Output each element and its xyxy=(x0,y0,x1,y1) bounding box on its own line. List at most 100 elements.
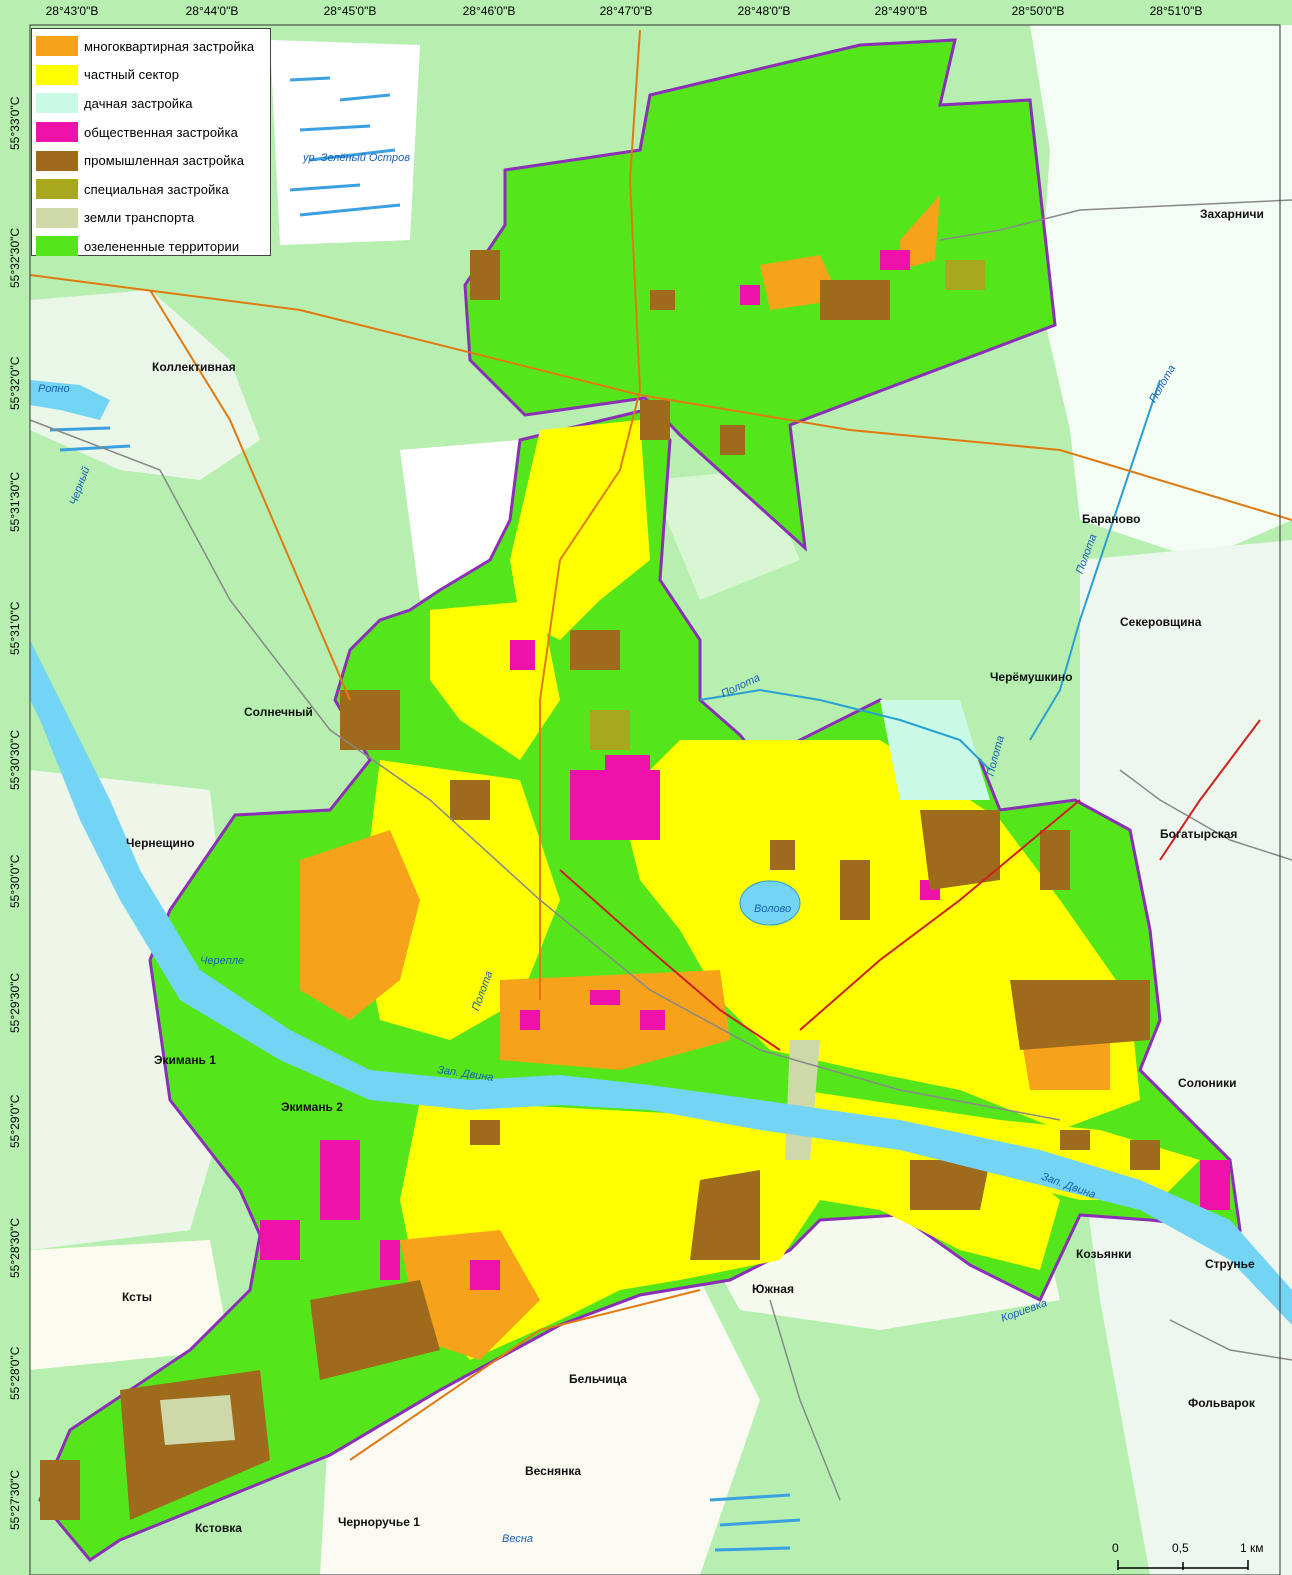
coord-top-2: 28°44'0"В xyxy=(185,4,239,18)
public-buildings xyxy=(260,250,1230,1290)
coord-left-4: 55°31'30"С xyxy=(8,471,22,532)
special-zone xyxy=(945,260,985,290)
coord-top-3: 28°45'0"В xyxy=(323,4,377,18)
river-label-volovo: Волово xyxy=(754,903,792,915)
special-zone xyxy=(590,710,630,750)
place-label-ekiman-2: Экимань 2 xyxy=(281,1100,343,1114)
scale-label-0: 0 xyxy=(1112,1541,1119,1555)
legend-label: озелененные территории xyxy=(84,238,240,254)
legend-label: дачная застройка xyxy=(84,95,193,111)
river-polota xyxy=(699,379,1161,771)
river-label-ropno: Ропно xyxy=(38,383,70,395)
place-label-baranovo: Бараново xyxy=(1082,512,1141,526)
legend-swatch xyxy=(36,36,78,57)
place-label-belchitsa: Бельчица xyxy=(569,1372,627,1386)
legend-label: общественная застройка xyxy=(84,124,238,140)
legend-label: промышленная застройка xyxy=(84,153,245,169)
legend-item-apartments: многоквартирная застройка xyxy=(36,32,266,61)
place-label-sekerovshchina: Секеровщина xyxy=(1120,615,1202,629)
legend-swatch xyxy=(36,93,78,114)
coord-left-9: 55°29'0"С xyxy=(8,1094,22,1148)
scale-label-half: 0,5 xyxy=(1172,1541,1189,1555)
place-label-kstovka: Кстовка xyxy=(195,1521,242,1535)
railways xyxy=(559,719,1261,1051)
legend-label: многоквартирная застройка xyxy=(84,38,255,54)
legend-swatch xyxy=(36,207,78,228)
legend-item-transport: земли транспорта xyxy=(36,204,266,233)
apartment-zone xyxy=(500,970,730,1070)
legend-label: частный сектор xyxy=(84,67,180,83)
place-label-vesnyanka: Веснянка xyxy=(525,1464,582,1478)
legend-item-dacha: дачная застройка xyxy=(36,89,266,118)
dacha-zone xyxy=(880,700,990,800)
place-label-yuzhnaya: Южная xyxy=(752,1282,794,1296)
open-field xyxy=(30,290,260,480)
coord-left-6: 55°30'30"С xyxy=(8,729,22,790)
place-label-cheremushkino: Черёмушкино xyxy=(990,670,1073,684)
legend-swatch xyxy=(36,179,78,200)
apartment-zone xyxy=(300,830,420,1020)
coord-top-7: 28°49'0"В xyxy=(874,4,928,18)
place-label-soloniki: Солоники xyxy=(1178,1076,1237,1090)
wetland xyxy=(270,40,420,245)
legend-swatch xyxy=(36,150,78,171)
coord-left-5: 55°31'0"С xyxy=(8,601,22,655)
map-legend: многоквартирная застройка частный сектор… xyxy=(31,28,271,257)
river-label-vesna: Весна xyxy=(502,1533,534,1545)
main-roads xyxy=(29,29,1292,1461)
coord-top-6: 28°48'0"В xyxy=(737,4,791,18)
coord-top-1: 28°43'0"В xyxy=(45,4,99,18)
legend-item-public: общественная застройка xyxy=(36,118,266,147)
coord-top-9: 28°51'0"В xyxy=(1149,4,1203,18)
coord-left-12: 55°27'30"С xyxy=(8,1469,22,1530)
scale-label-km: 1 км xyxy=(1240,1541,1264,1555)
open-field xyxy=(1030,25,1292,560)
private-sector xyxy=(620,740,1140,1130)
legend-item-private-sector: частный сектор xyxy=(36,61,266,90)
river-zap-dvina xyxy=(30,640,1292,1325)
legend-swatch xyxy=(36,236,78,257)
scale-bar xyxy=(1117,1560,1249,1570)
place-label-ekiman-1: Экимань 1 xyxy=(154,1053,216,1067)
place-label-strunye: Струнье xyxy=(1205,1257,1255,1271)
coord-top-5: 28°47'0"В xyxy=(599,4,653,18)
coord-left-3: 55°32'0"С xyxy=(8,356,22,410)
map-frame xyxy=(29,24,1281,1575)
legend-item-green: озелененные территории xyxy=(36,232,266,261)
legend-item-special: специальная застройка xyxy=(36,175,266,204)
place-label-kozyanki: Козьянки xyxy=(1076,1247,1132,1261)
legend-label: земли транспорта xyxy=(84,210,195,226)
coord-left-10: 55°28'30"С xyxy=(8,1217,22,1278)
place-label-solnechny: Солнечный xyxy=(244,705,313,719)
coord-left-2: 55°32'30"С xyxy=(8,227,22,288)
coord-top-8: 28°50'0"В xyxy=(1011,4,1065,18)
place-label-folvarok: Фольварок xyxy=(1188,1396,1255,1410)
coord-top-4: 28°46'0"В xyxy=(462,4,516,18)
private-sector xyxy=(360,760,560,1040)
transport-zone xyxy=(160,1395,235,1445)
river-label-zeleny-ostrov: ур. Зелёный Остров xyxy=(303,152,410,164)
coord-left-8: 55°29'30"С xyxy=(8,972,22,1033)
coord-left-1: 55°33'0"С xyxy=(8,96,22,150)
river-ropno xyxy=(30,380,110,420)
place-label-chernescino: Чернещино xyxy=(126,836,195,850)
place-label-zakharnichi: Захарничи xyxy=(1200,207,1264,221)
place-label-bogatyrskaya: Богатырская xyxy=(1160,827,1238,841)
place-label-kollektivnaya: Коллективная xyxy=(152,360,236,374)
lake-volovo xyxy=(739,880,801,926)
legend-label: специальная застройка xyxy=(84,181,229,197)
secondary-roads xyxy=(29,199,1292,1501)
place-label-chernoruchye-1: Черноручье 1 xyxy=(338,1515,420,1529)
open-field xyxy=(1080,540,1292,1575)
apartment-zone xyxy=(400,1230,540,1360)
legend-swatch xyxy=(36,122,78,143)
open-field xyxy=(30,1240,230,1370)
river-label-cherepl: Черепле xyxy=(200,955,245,967)
coord-left-7: 55°30'0"С xyxy=(8,854,22,908)
legend-swatch xyxy=(36,64,78,85)
legend-item-industrial: промышленная застройка xyxy=(36,146,266,175)
wetland-hatching xyxy=(49,76,801,1552)
coord-left-11: 55°28'0"С xyxy=(8,1346,22,1400)
